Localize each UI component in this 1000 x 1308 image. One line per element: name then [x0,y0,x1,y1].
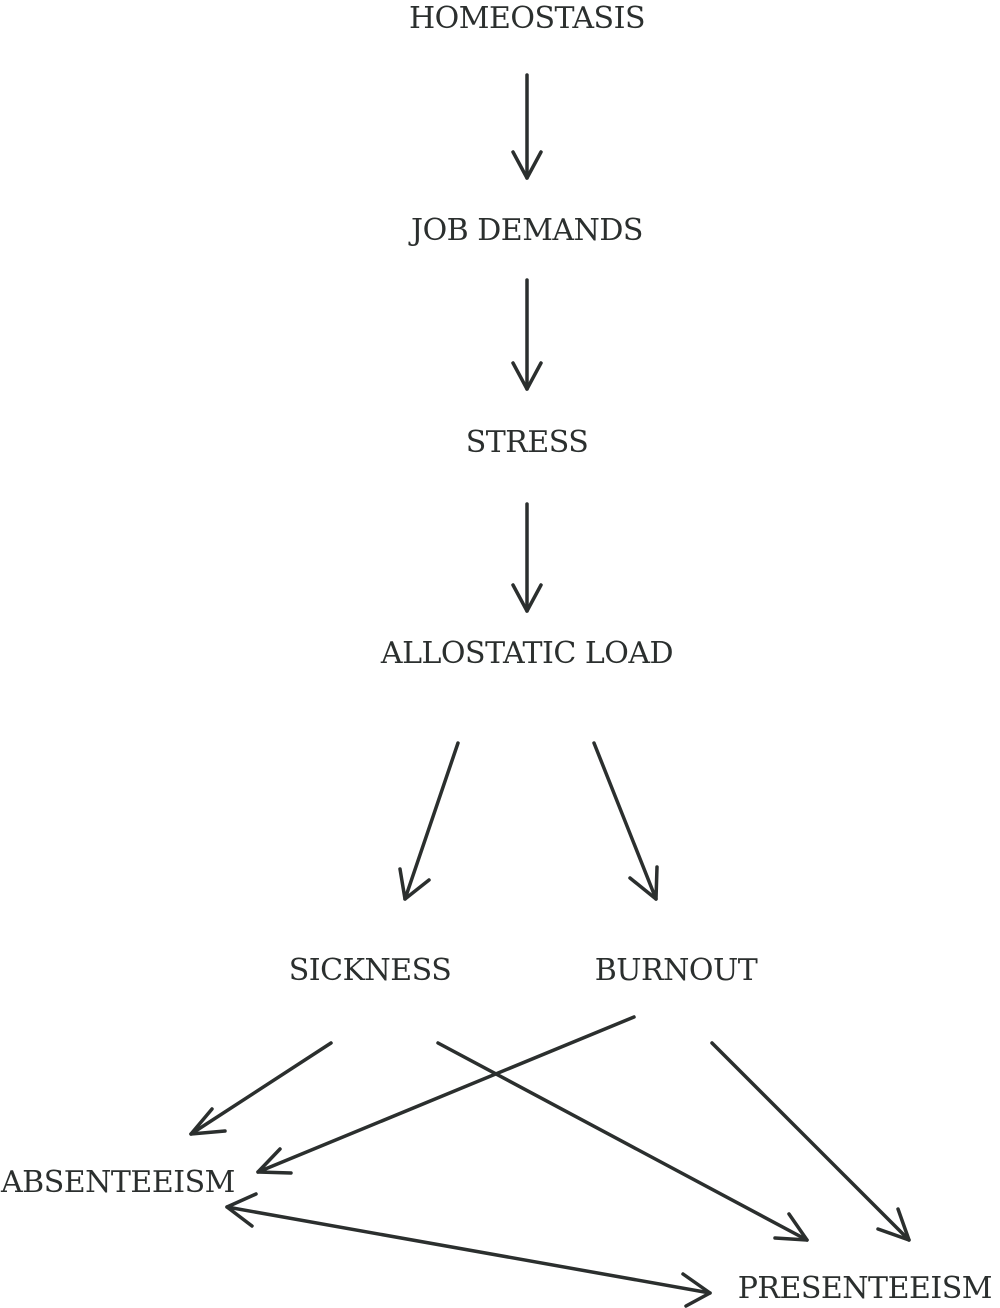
node-sickness: SICKNESS [289,953,452,988]
arrow-absenteeism-presenteeism-bidirectional [225,1192,712,1308]
arrow-sickness-to-absenteeism [189,1041,333,1136]
arrow-homeostasis-to-job-demands [511,73,543,180]
node-burnout: BURNOUT [595,953,758,988]
arrow-sickness-to-presenteeism [436,1041,809,1242]
arrow-allostatic-load-to-sickness [398,741,460,901]
arrow-job-demands-to-stress [511,278,543,391]
arrow-allostatic-load-to-burnout [592,741,659,901]
node-absenteeism: ABSENTEEISM [0,1165,235,1200]
node-stress: STRESS [466,425,589,460]
node-job-demands: JOB DEMANDS [408,213,643,248]
arrow-stress-to-allostatic-load [511,502,543,613]
node-presenteeism: PRESENTEEISM [738,1271,992,1306]
node-allostatic-load: ALLOSTATIC LOAD [380,636,673,671]
node-homeostasis: HOMEOSTASIS [409,1,645,36]
arrow-burnout-to-absenteeism [256,1015,636,1175]
arrow-burnout-to-presenteeism [710,1041,911,1242]
